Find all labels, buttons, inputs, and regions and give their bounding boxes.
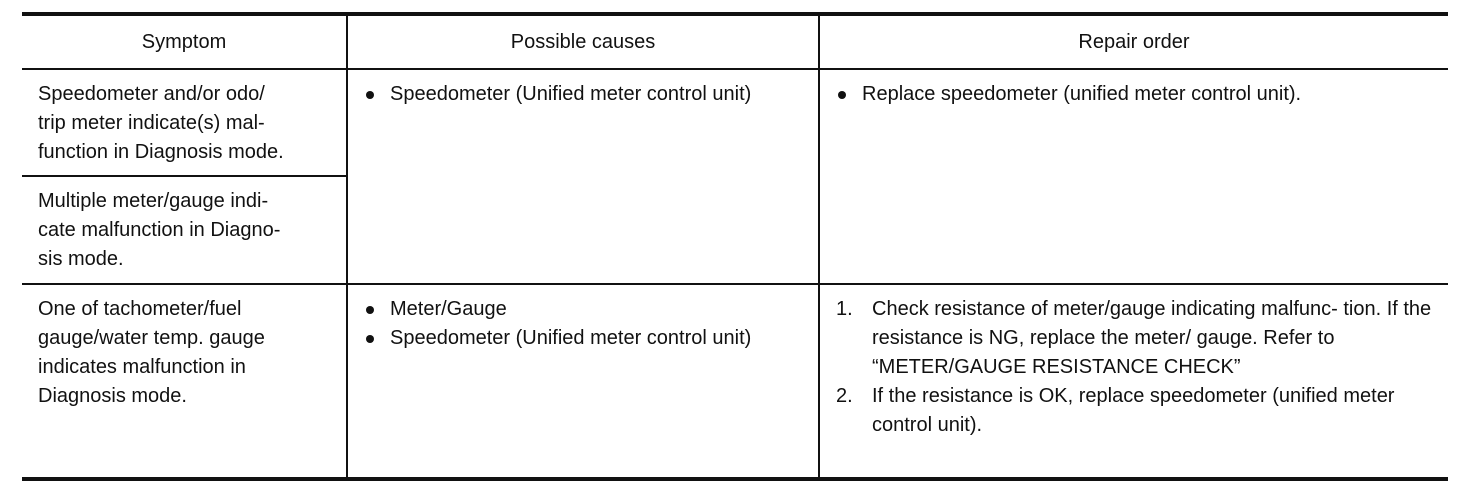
step-text: If the resistance is OK, replace speedom… (872, 385, 1395, 436)
repair-step: 2. If the resistance is OK, replace spee… (836, 382, 1436, 440)
cause-text: Meter/Gauge (390, 298, 507, 320)
symptom-line: One of tachometer/fuel (38, 298, 242, 320)
troubleshooting-table-page: Symptom Possible causes Repair order Spe… (22, 12, 1448, 481)
step-number: 2. (836, 385, 853, 407)
step-text: Check resistance of meter/gauge indicati… (872, 298, 1432, 378)
symptom-cell: Speedometer and/or odo/ trip meter indic… (22, 69, 347, 177)
header-repair-order: Repair order (818, 14, 1448, 70)
bullet-icon (366, 306, 374, 314)
symptom-line: Speedometer and/or odo/ (38, 83, 265, 105)
symptom-line: indicates malfunction in (38, 356, 246, 378)
bullet-icon (366, 335, 374, 343)
symptom-line: sis mode. (38, 248, 124, 270)
repair-text: Replace speedometer (unified meter contr… (862, 83, 1302, 105)
cause-text: Speedometer (Unified meter control unit) (390, 83, 752, 105)
symptom-table: Symptom Possible causes Repair order Spe… (22, 12, 1448, 481)
symptom-line: Diagnosis mode. (38, 385, 187, 407)
header-row: Symptom Possible causes Repair order (22, 14, 1448, 70)
causes-cell: Meter/Gauge Speedometer (Unified meter c… (346, 284, 819, 479)
repair-list: Replace speedometer (unified meter contr… (836, 80, 1436, 109)
cause-text: Speedometer (Unified meter control unit) (390, 327, 752, 349)
repair-step: 1. Check resistance of meter/gauge indic… (836, 295, 1436, 382)
cause-item: Speedometer (Unified meter control unit) (364, 324, 806, 353)
causes-cell: Speedometer (Unified meter control unit) (346, 69, 819, 284)
table-row: One of tachometer/fuel gauge/water temp.… (22, 284, 1448, 479)
symptom-line: trip meter indicate(s) mal- (38, 112, 265, 134)
causes-list: Meter/Gauge Speedometer (Unified meter c… (364, 295, 806, 353)
symptom-cell: Multiple meter/gauge indi- cate malfunct… (22, 176, 347, 284)
symptom-line: cate malfunction in Diagno- (38, 219, 281, 241)
header-possible-causes: Possible causes (346, 14, 819, 70)
repair-item: Replace speedometer (unified meter contr… (836, 80, 1436, 109)
repair-cell: Replace speedometer (unified meter contr… (818, 69, 1448, 284)
header-symptom: Symptom (22, 14, 347, 70)
cause-item: Meter/Gauge (364, 295, 806, 324)
table-row: Speedometer and/or odo/ trip meter indic… (22, 69, 1448, 284)
step-number: 1. (836, 298, 853, 320)
causes-list: Speedometer (Unified meter control unit) (364, 80, 806, 109)
symptom-cell: One of tachometer/fuel gauge/water temp.… (22, 284, 347, 479)
symptom-line: Multiple meter/gauge indi- (38, 190, 269, 212)
bullet-icon (838, 91, 846, 99)
bullet-icon (366, 91, 374, 99)
repair-cell: 1. Check resistance of meter/gauge indic… (818, 284, 1448, 479)
cause-item: Speedometer (Unified meter control unit) (364, 80, 806, 109)
symptom-line: function in Diagnosis mode. (38, 141, 284, 163)
symptom-line: gauge/water temp. gauge (38, 327, 265, 349)
repair-steps: 1. Check resistance of meter/gauge indic… (836, 295, 1436, 440)
